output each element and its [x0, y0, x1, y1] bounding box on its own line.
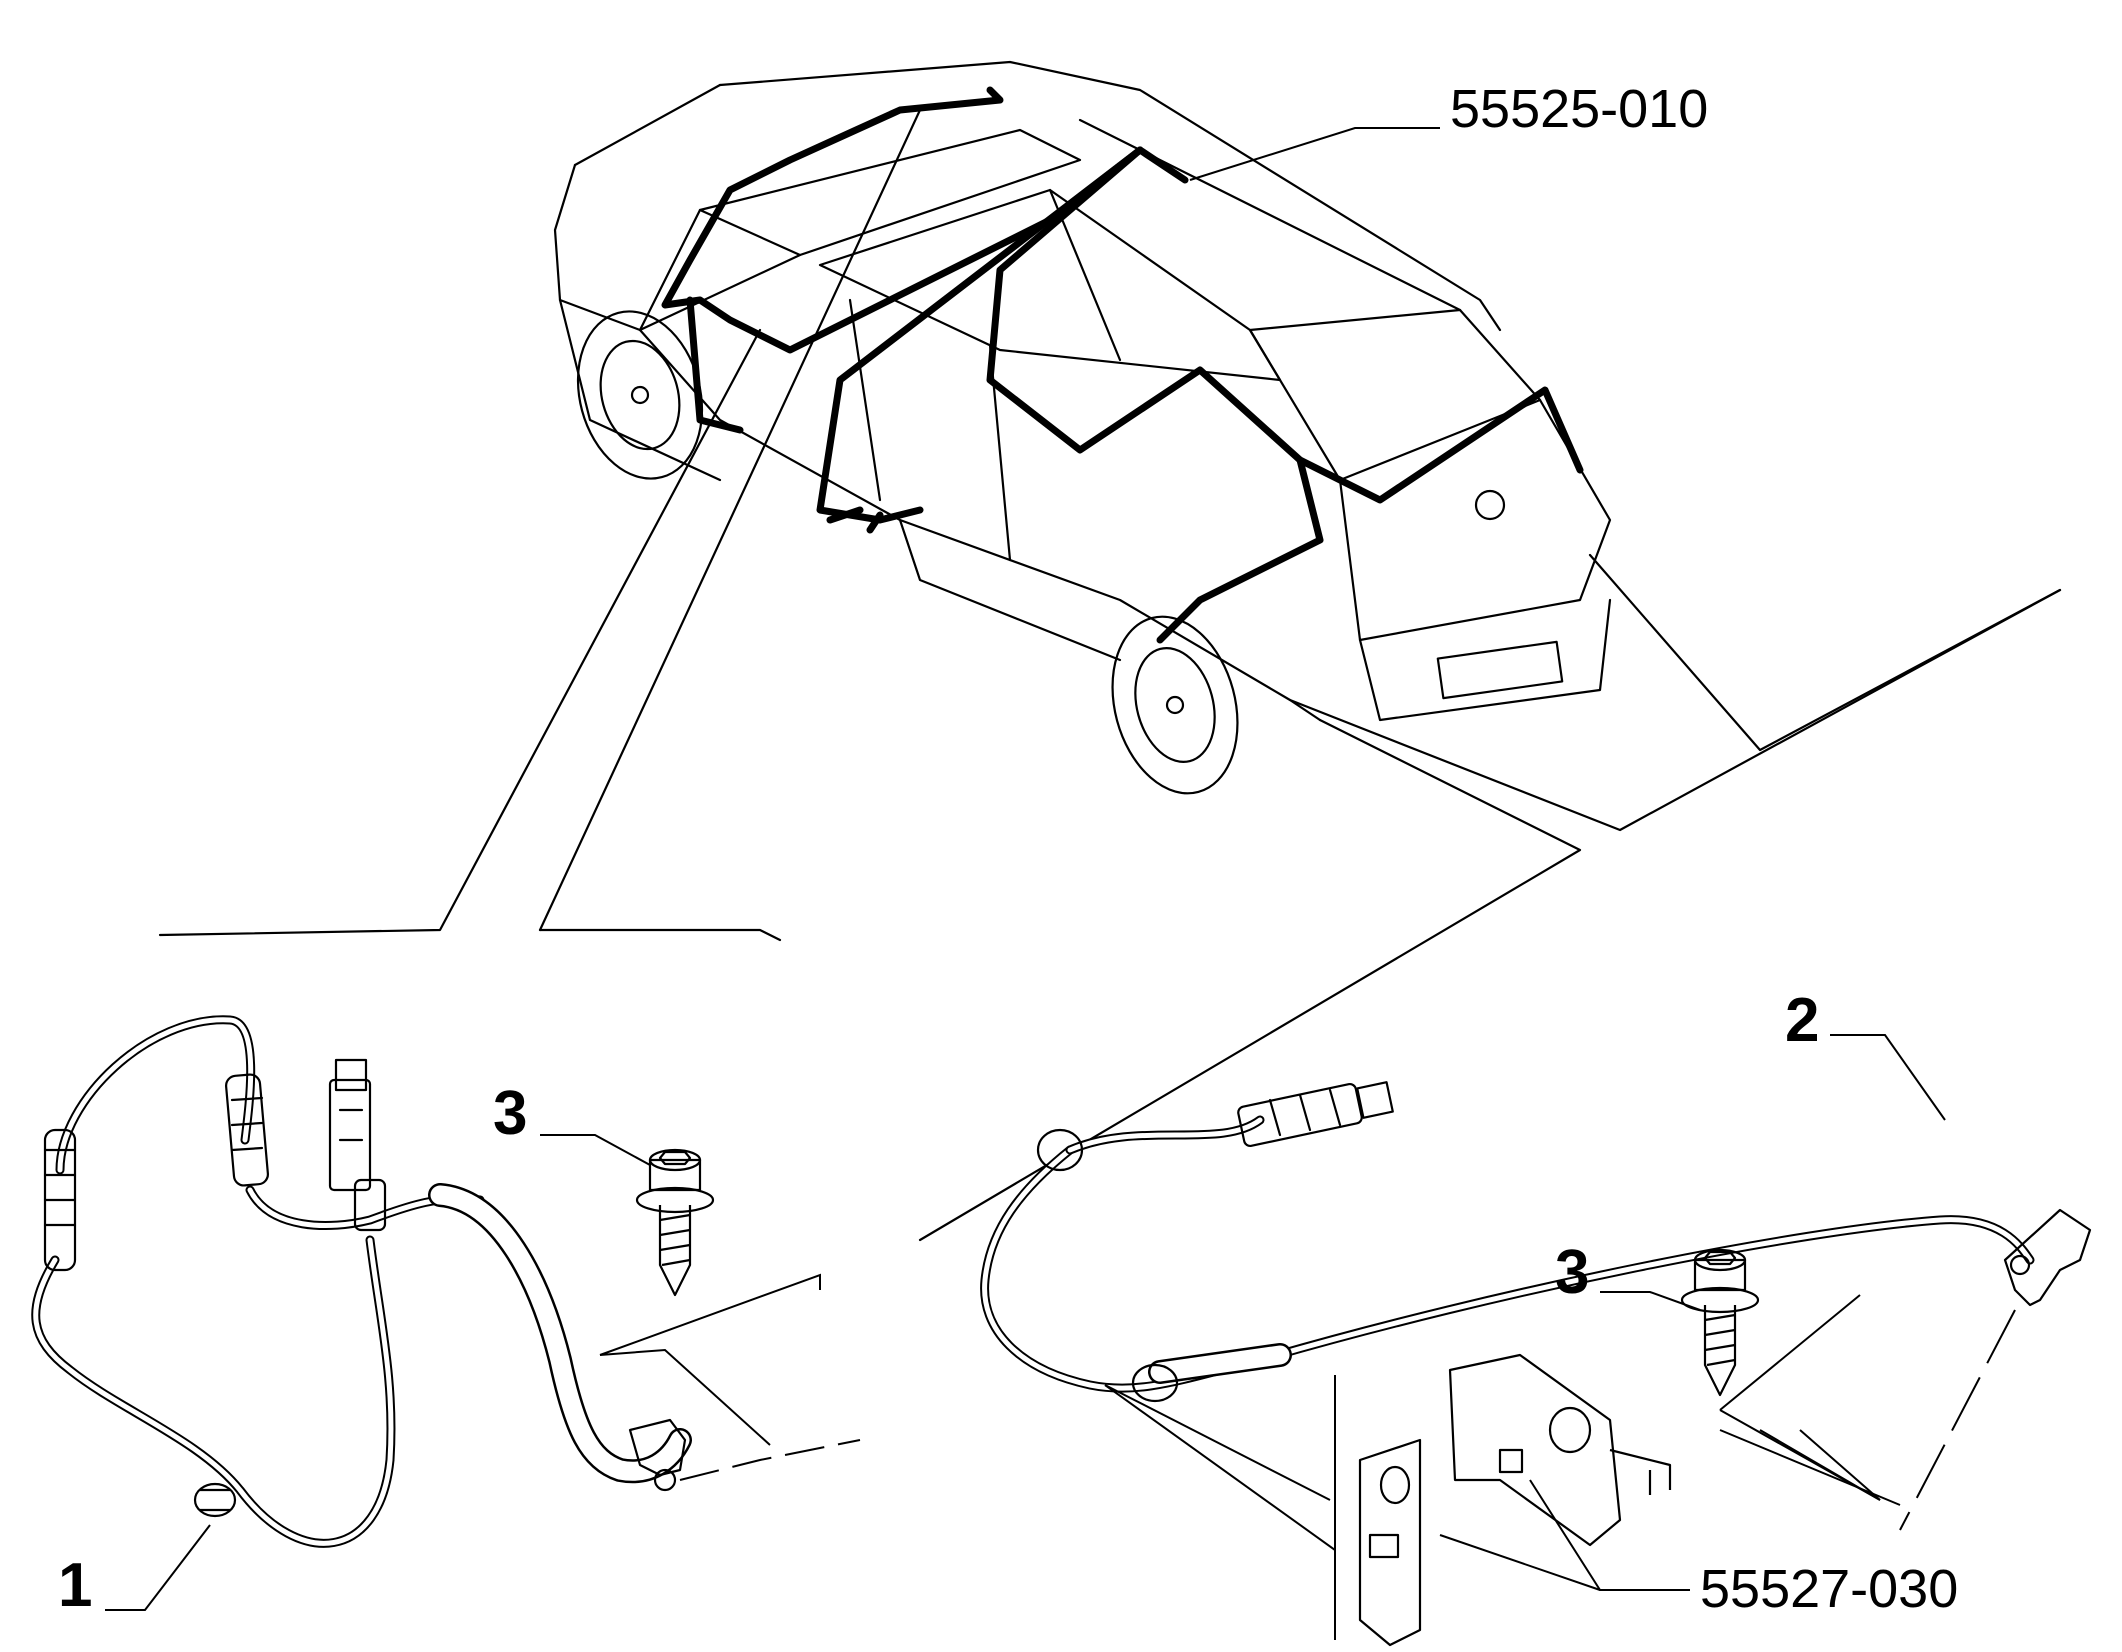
- item-label-3-left: 3: [493, 1079, 528, 1148]
- leader-ref-harness: [1189, 127, 1440, 181]
- item-label-3-right: 3: [1555, 1238, 1590, 1307]
- bracket-55527-030: [1358, 1353, 1672, 1647]
- car-wiring-harness: [661, 86, 1584, 644]
- ref-label-bracket: 55527-030: [1700, 1559, 1959, 1619]
- ref-label-harness: 55525-010: [1450, 79, 1709, 139]
- item-label-1: 1: [58, 1551, 93, 1620]
- bolt-3-left: [635, 1148, 715, 1297]
- leader-lines: [105, 1034, 2016, 1640]
- car-illustration: [158, 60, 2062, 1242]
- front-abs-sensor-1: [31, 1015, 692, 1548]
- bolt-3-right: [1680, 1248, 1760, 1397]
- rear-abs-sensor-2: [980, 1081, 2092, 1403]
- item-label-2: 2: [1785, 986, 1820, 1055]
